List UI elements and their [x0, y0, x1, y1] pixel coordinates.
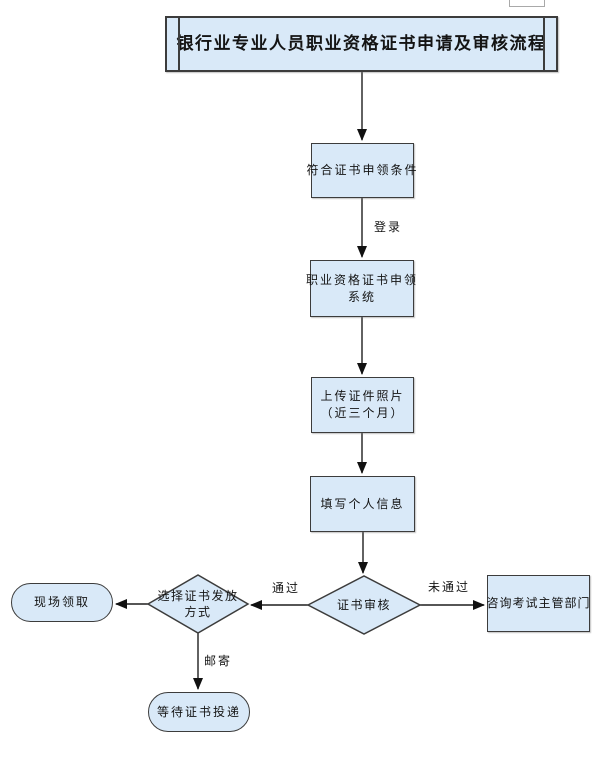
title-left-bar	[178, 18, 180, 70]
edge-label-mail: 邮寄	[204, 654, 233, 668]
process-eligibility: 符合证书申领条件	[307, 143, 417, 198]
edge-label-login: 登录	[374, 220, 403, 234]
process-application-system-line2: 系统	[347, 289, 376, 304]
decision-issuance-method-line1: 选择证书发放	[157, 589, 239, 603]
process-application-system-line1: 职业资格证书申领	[306, 272, 419, 287]
decision-review-shape	[306, 575, 422, 635]
process-eligibility-label: 符合证书申领条件	[306, 163, 419, 177]
decision-review: 证书审核	[308, 576, 420, 634]
edge-label-fail: 未通过	[428, 580, 471, 594]
decision-issuance-method: 选择证书发放 方式	[148, 575, 248, 633]
title-right-bar	[543, 18, 545, 70]
edge-label-pass: 通过	[272, 581, 301, 595]
process-personal-info-label: 填写个人信息	[320, 496, 405, 511]
process-application-system: 职业资格证书申领 系统	[306, 260, 416, 317]
terminator-wait-delivery-label: 等待证书投递	[156, 704, 241, 719]
process-personal-info: 填写个人信息	[310, 476, 415, 532]
process-consult-department-label: 咨询考试主管部门	[486, 596, 591, 610]
process-consult-department: 咨询考试主管部门	[487, 575, 590, 632]
decision-issuance-method-line2: 方式	[184, 605, 212, 619]
decision-issuance-method-shape	[146, 574, 250, 634]
terminator-onsite-pickup-label: 现场领取	[33, 595, 90, 609]
process-upload-photo: 上传证件照片 （近三个月）	[311, 377, 414, 433]
flowchart-title: 银行业专业人员职业资格证书申请及审核流程	[176, 33, 547, 54]
terminator-wait-delivery: 等待证书投递	[148, 692, 250, 732]
terminator-onsite-pickup: 现场领取	[11, 583, 113, 622]
cropped-box-artifact	[509, 0, 545, 7]
process-upload-photo-line1: 上传证件照片	[320, 389, 405, 403]
decision-review-label: 证书审核	[336, 598, 391, 612]
flowchart-title-box: 银行业专业人员职业资格证书申请及审核流程	[165, 16, 558, 72]
process-upload-photo-line2: （近三个月）	[320, 406, 405, 420]
